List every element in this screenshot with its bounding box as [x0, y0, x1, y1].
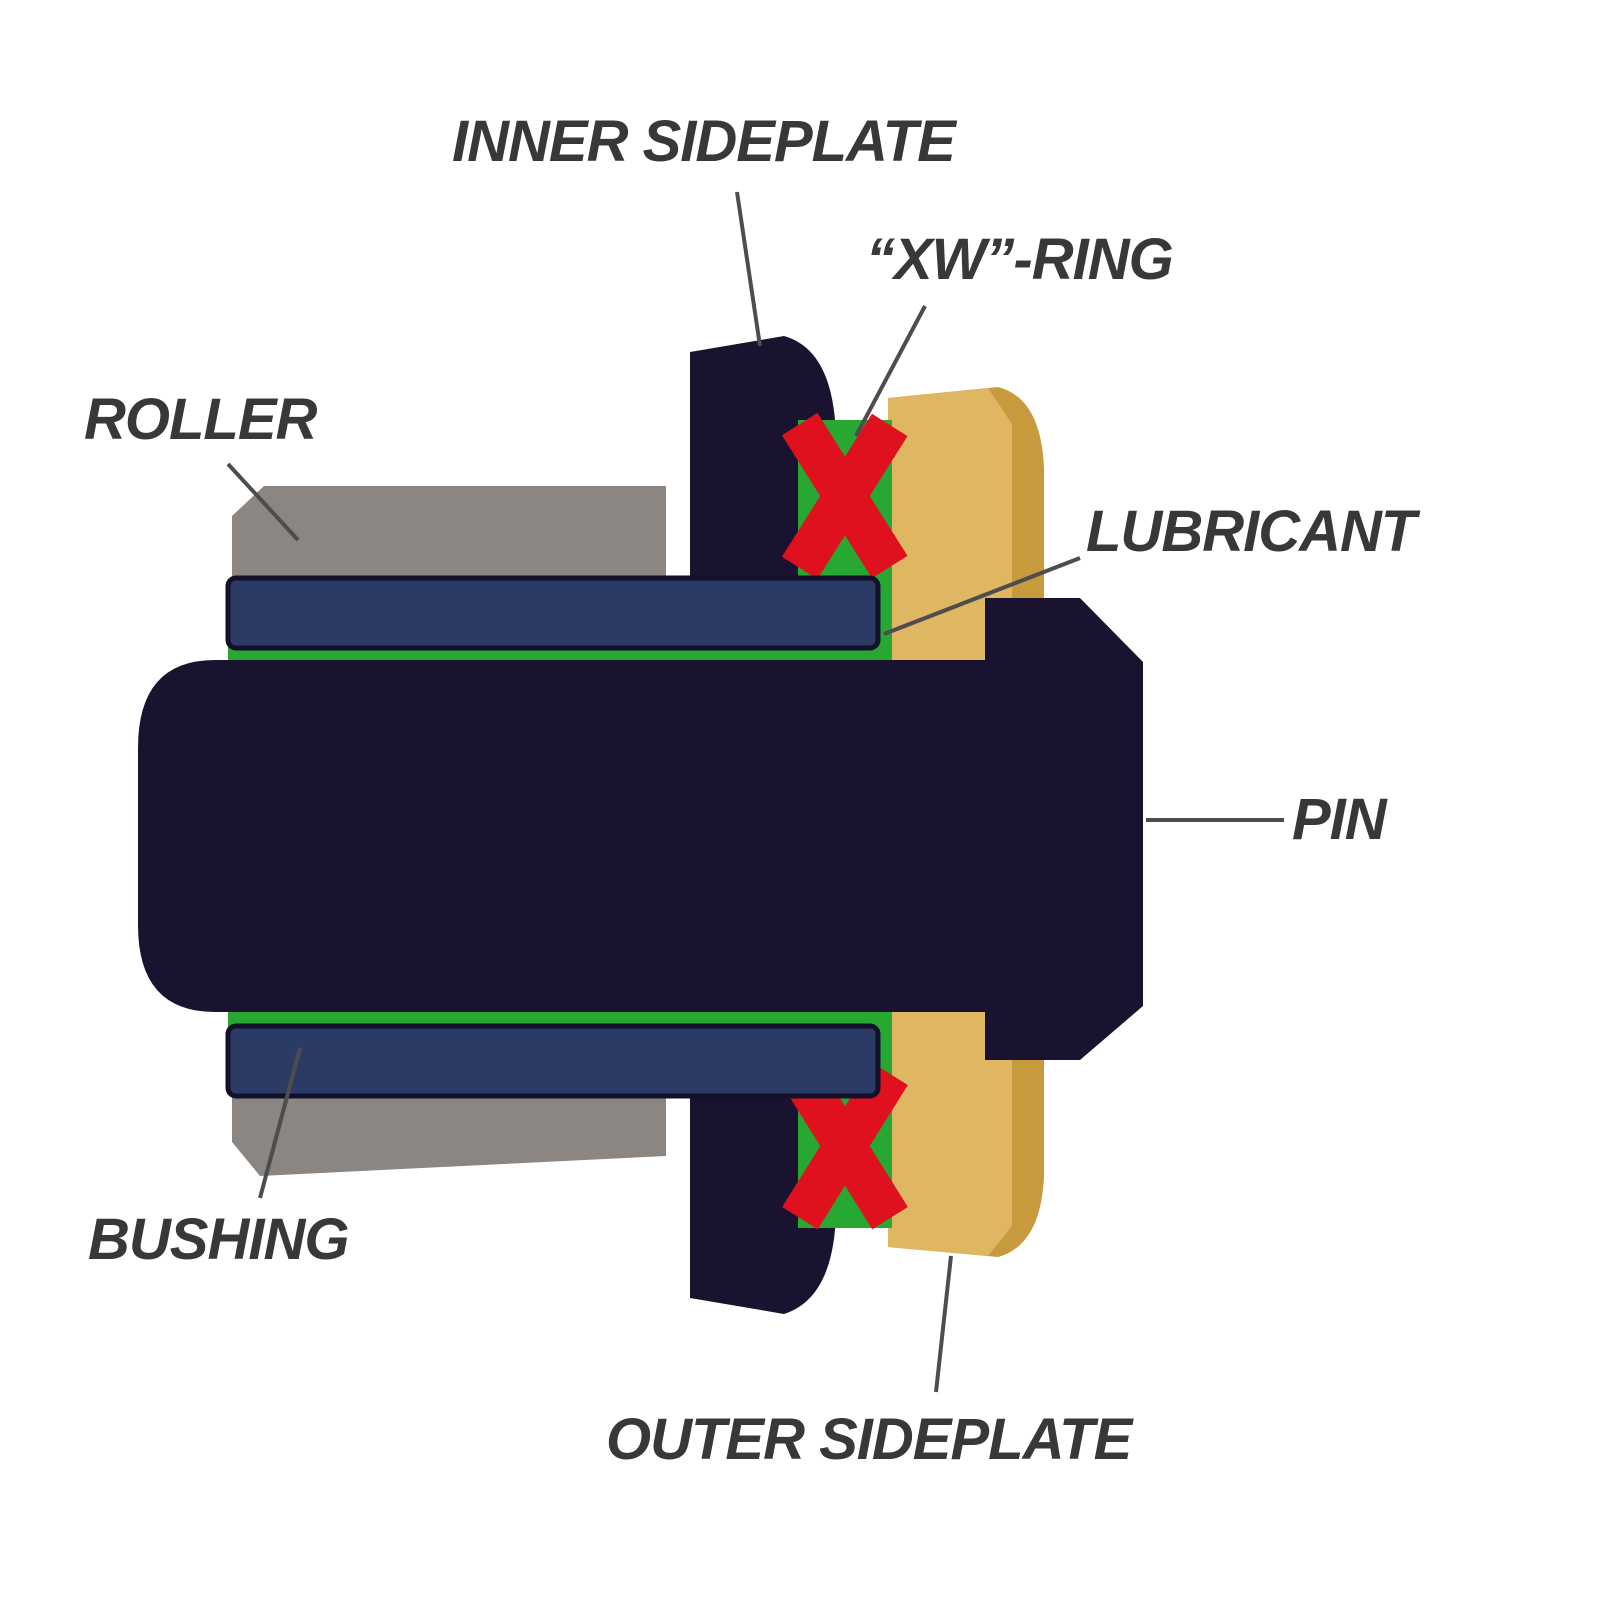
leader-roller: [226, 462, 300, 542]
leader-xw-ring: [854, 305, 927, 437]
xw-ring-bottom-shape: [782, 1062, 908, 1230]
label-pin: PIN: [1292, 787, 1387, 852]
label-outer-sideplate: OUTER SIDEPLATE: [606, 1407, 1132, 1472]
leader-bushing: [258, 1047, 302, 1199]
leader-inner-sideplate: [735, 191, 762, 347]
xw-ring-top-shape: [781, 412, 908, 580]
label-xw-ring: “XW”-RING: [866, 227, 1174, 292]
bushing-bottom-shape: [225, 1023, 881, 1099]
pin-head-shape: [985, 598, 1143, 1060]
leader-lubricant: [883, 556, 1081, 636]
label-lubricant: LUBRICANT: [1086, 499, 1416, 564]
label-bushing: BUSHING: [88, 1207, 349, 1272]
pin-body-shape: [138, 660, 1005, 1012]
bushing-top-shape: [225, 575, 881, 651]
label-inner-sideplate: INNER SIDEPLATE: [452, 109, 956, 174]
label-roller: ROLLER: [84, 387, 317, 452]
leader-outer-sideplate: [934, 1255, 953, 1393]
